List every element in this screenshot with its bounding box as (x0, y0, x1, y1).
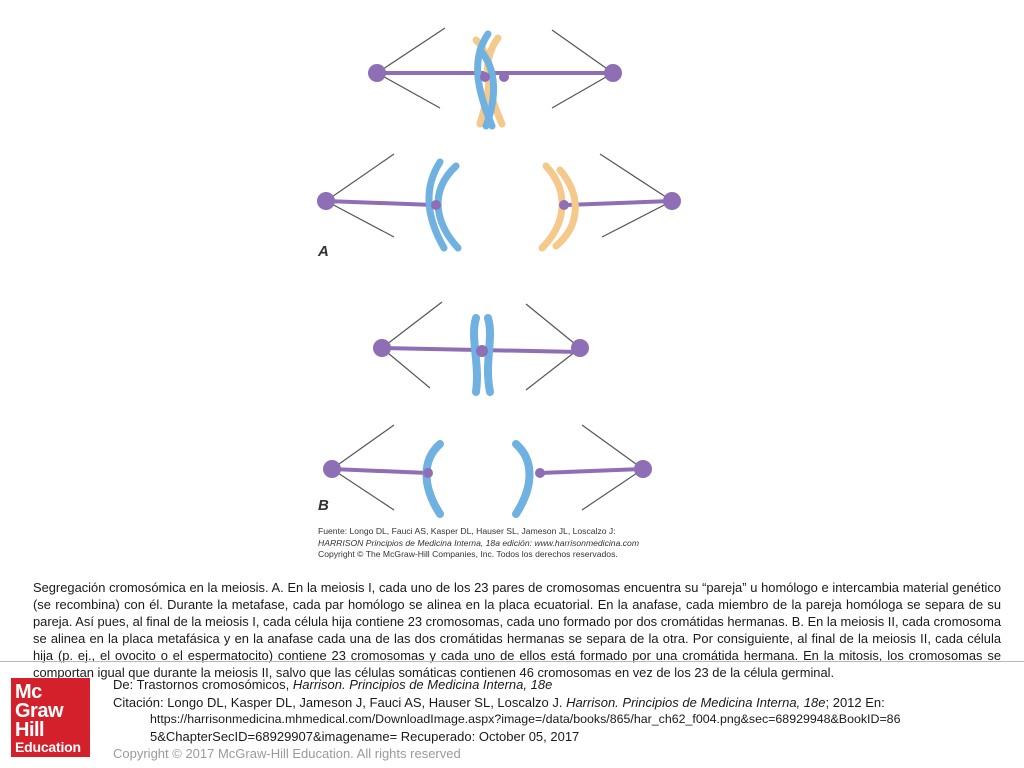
chromosome-icon (476, 46, 497, 130)
chromosome-icon (425, 158, 448, 252)
chromosome-icon (470, 314, 481, 396)
astral-ray (381, 301, 443, 349)
astral-ray (551, 29, 614, 74)
centromere-icon (559, 200, 569, 210)
logo-text-line: Mc (15, 681, 42, 703)
spindle-fiber (325, 199, 435, 207)
astral-ray (525, 347, 581, 391)
astral-ray (376, 27, 446, 74)
astral-ray (376, 72, 441, 109)
footer-from: De: Trastornos cromosómicos, Harrison. P… (113, 676, 552, 693)
footer-url-line[interactable]: https://harrisonmedicina.mhmedical.com/D… (150, 712, 901, 726)
figure-source-line: Fuente: Longo DL, Fauci AS, Kasper DL, H… (318, 526, 616, 536)
figure-caption: Segregación cromosómica en la meiosis. A… (33, 580, 1002, 680)
astral-ray (581, 424, 644, 470)
figure-source-line: Copyright © The McGraw-Hill Companies, I… (318, 549, 618, 559)
centromere-icon (423, 468, 433, 478)
astral-ray (581, 468, 644, 511)
footer-citation: Citación: Longo DL, Kasper DL, Jameson J… (113, 694, 885, 711)
astral-ray (325, 153, 395, 202)
centromere-icon (431, 200, 441, 210)
footer-citation-book: Harrison. Principios de Medicina Interna… (566, 695, 826, 710)
metaphase-i-group (368, 27, 622, 130)
meiosis-figure: A B Fuente: Longo DL, Fauci AS, Kasper D… (290, 20, 710, 568)
centromere-icon (476, 345, 488, 357)
astral-ray (381, 347, 431, 389)
chromosome-icon (552, 166, 579, 250)
meiosis-diagram-svg (317, 27, 681, 518)
pole-icon (373, 339, 391, 357)
logo-text-line: Graw (15, 700, 64, 722)
chromosome-icon (422, 440, 444, 518)
chromosome-icon (484, 314, 494, 396)
astral-ray (331, 424, 395, 470)
footer-copyright: Copyright © 2017 McGraw-Hill Education. … (113, 746, 461, 761)
astral-ray (325, 200, 395, 238)
centromere-icon (535, 468, 545, 478)
anaphase-ii-group (323, 424, 652, 518)
spindle-fiber (565, 199, 673, 207)
astral-ray (599, 153, 673, 202)
footer-from-prefix: De: Trastornos cromosómicos, (113, 677, 293, 692)
footer-url-line: 5&ChapterSecID=68929907&imagename= Recup… (150, 729, 580, 744)
spindle-fiber (539, 467, 644, 475)
mcgraw-hill-logo: Mc Graw Hill Education (11, 678, 90, 757)
panel-a-label: A (318, 243, 329, 260)
astral-ray (525, 303, 581, 349)
footer-from-book: Harrison. Principios de Medicina Interna… (292, 677, 553, 692)
centromere-icon (499, 72, 509, 82)
astral-ray (551, 72, 614, 109)
pole-icon (663, 192, 681, 210)
panel-b-label: B (318, 497, 329, 514)
logo-text-line: Hill (15, 719, 45, 741)
pole-icon (634, 460, 652, 478)
anaphase-i-group (317, 153, 681, 252)
figure-source-line: HARRISON Principios de Medicina Interna,… (318, 537, 639, 548)
chromosome-icon (512, 440, 534, 518)
footer-citation-suffix: ; 2012 En: (825, 695, 885, 710)
chromosome-icon (538, 162, 566, 252)
pole-icon (571, 339, 589, 357)
footer-citation-prefix: Citación: Longo DL, Kasper DL, Jameson J… (113, 695, 567, 710)
centromere-icon (480, 72, 490, 82)
pole-icon (317, 192, 335, 210)
pole-icon (368, 64, 386, 82)
logo-text-line: Education (15, 739, 81, 755)
spindle-fiber (331, 467, 429, 475)
astral-ray (601, 200, 673, 238)
pole-icon (323, 460, 341, 478)
metaphase-ii-group (373, 301, 589, 396)
astral-ray (331, 468, 395, 511)
pole-icon (604, 64, 622, 82)
figure-source-note: Fuente: Longo DL, Fauci AS, Kasper DL, H… (318, 526, 718, 561)
footer-divider (0, 661, 1024, 662)
